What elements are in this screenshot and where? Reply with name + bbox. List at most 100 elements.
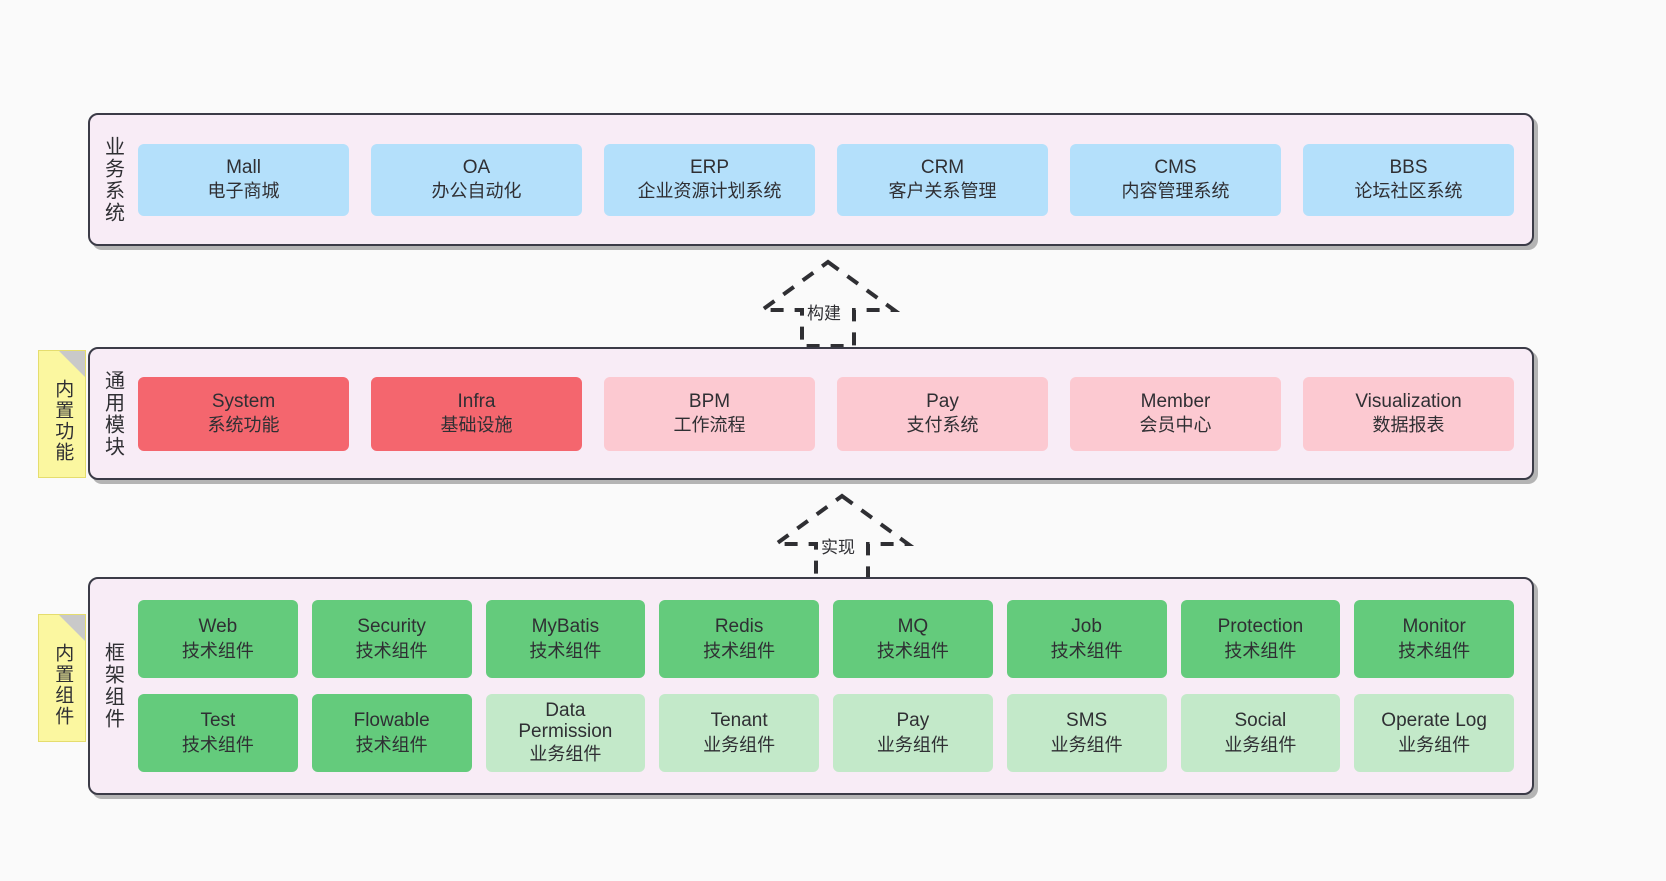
- module-row: Web 技术组件 Security 技术组件 MyBatis 技术组件 Redi…: [138, 600, 1514, 678]
- module-card-operate-log[interactable]: Operate Log 业务组件: [1354, 694, 1514, 772]
- module-card-tenant[interactable]: Tenant 业务组件: [659, 694, 819, 772]
- module-name: BPM: [688, 390, 731, 412]
- module-desc: 技术组件: [1050, 640, 1123, 661]
- layer-title-text: 通用模块: [101, 369, 124, 458]
- module-name: Infra: [457, 390, 496, 412]
- layer-framework-component: 框架组件 Web 技术组件 Security 技术组件 MyBatis 技术组件…: [88, 577, 1534, 795]
- layer-title-business-system: 业务系统: [90, 115, 134, 244]
- module-name: Web: [198, 616, 238, 638]
- module-desc: 技术组件: [1398, 640, 1471, 661]
- module-row: System 系统功能 Infra 基础设施 BPM 工作流程 Pay 支付系统…: [138, 376, 1514, 451]
- module-name: Test: [200, 710, 236, 732]
- module-card-infra[interactable]: Infra 基础设施: [371, 376, 582, 451]
- module-card-erp[interactable]: ERP 企业资源计划系统: [604, 143, 815, 216]
- layer-title-text: 框架组件: [101, 642, 124, 730]
- layer-body-common-module: System 系统功能 Infra 基础设施 BPM 工作流程 Pay 支付系统…: [134, 349, 1532, 478]
- layer-title-text: 业务系统: [101, 135, 124, 224]
- layer-title-common-module: 通用模块: [90, 349, 134, 478]
- module-name: Monitor: [1402, 616, 1466, 638]
- module-name: Pay: [896, 710, 930, 732]
- module-name: System: [211, 390, 276, 412]
- module-name: Flowable: [353, 710, 430, 732]
- module-card-data-permission[interactable]: Data Permission 业务组件: [485, 694, 646, 772]
- module-card-redis[interactable]: Redis 技术组件: [659, 600, 819, 678]
- module-name: Tenant: [710, 710, 768, 732]
- layer-common-module: 通用模块 System 系统功能 Infra 基础设施 BPM 工作流程 Pay: [88, 347, 1534, 480]
- module-card-job[interactable]: Job 技术组件: [1006, 600, 1167, 678]
- module-name: SMS: [1066, 710, 1108, 732]
- module-card-crm[interactable]: CRM 客户关系管理: [837, 143, 1048, 216]
- module-name: MyBatis: [531, 616, 600, 638]
- module-desc: 办公自动化: [431, 181, 522, 202]
- module-card-system[interactable]: System 系统功能: [138, 376, 349, 451]
- note-fold-corner-icon: [59, 351, 85, 377]
- module-name: Redis: [714, 616, 764, 638]
- module-name: OA: [462, 156, 491, 178]
- module-desc: 业务组件: [1398, 734, 1471, 755]
- note-fold-corner-icon: [59, 615, 85, 641]
- connector-build: 构建: [755, 258, 901, 348]
- module-card-bbs[interactable]: BBS 论坛社区系统: [1303, 143, 1514, 216]
- note-text: 内置功能: [52, 379, 74, 463]
- module-name: Job: [1071, 616, 1102, 638]
- module-card-visualization[interactable]: Visualization 数据报表: [1303, 376, 1514, 451]
- module-card-protection[interactable]: Protection 技术组件: [1180, 600, 1341, 678]
- module-name: MQ: [897, 616, 929, 638]
- module-desc: 技术组件: [181, 734, 254, 755]
- module-card-monitor[interactable]: Monitor 技术组件: [1354, 600, 1514, 678]
- module-desc: 内容管理系统: [1121, 181, 1230, 202]
- module-desc: 基础设施: [440, 415, 513, 436]
- module-name: Visualization: [1355, 390, 1462, 412]
- layer-title-framework-component: 框架组件: [90, 579, 134, 793]
- module-desc: 技术组件: [876, 640, 949, 661]
- module-card-security[interactable]: Security 技术组件: [311, 600, 472, 678]
- connector-implement-label: 实现: [818, 533, 858, 558]
- module-name: Protection: [1217, 616, 1304, 638]
- module-desc: 数据报表: [1372, 415, 1445, 436]
- note-text: 内置组件: [52, 643, 74, 727]
- module-card-mall[interactable]: Mall 电子商城: [138, 143, 349, 216]
- module-card-mybatis[interactable]: MyBatis 技术组件: [485, 600, 646, 678]
- module-desc: 论坛社区系统: [1354, 181, 1463, 202]
- connector-build-label: 构建: [804, 299, 844, 324]
- module-desc: 企业资源计划系统: [637, 181, 782, 202]
- module-desc: 技术组件: [1224, 640, 1297, 661]
- module-desc: 系统功能: [207, 415, 280, 436]
- layer-body-business-system: Mall 电子商城 OA 办公自动化 ERP 企业资源计划系统 CRM 客户关系…: [134, 115, 1532, 244]
- module-name: Security: [357, 616, 426, 638]
- module-desc: 客户关系管理: [888, 181, 997, 202]
- module-desc: 工作流程: [673, 415, 746, 436]
- note-builtin-feature: 内置功能: [38, 350, 86, 478]
- module-name: BBS: [1389, 156, 1428, 178]
- module-name: Social: [1234, 710, 1287, 732]
- module-desc: 支付系统: [906, 415, 979, 436]
- module-card-mq[interactable]: MQ 技术组件: [833, 600, 993, 678]
- module-card-web[interactable]: Web 技术组件: [138, 600, 298, 678]
- module-desc: 业务组件: [1050, 734, 1123, 755]
- module-card-social[interactable]: Social 业务组件: [1180, 694, 1341, 772]
- module-desc: 业务组件: [876, 734, 949, 755]
- module-row: Mall 电子商城 OA 办公自动化 ERP 企业资源计划系统 CRM 客户关系…: [138, 143, 1514, 216]
- module-name: CRM: [920, 156, 965, 178]
- module-name: ERP: [689, 156, 730, 178]
- module-desc: 业务组件: [703, 734, 776, 755]
- connector-implement: 实现: [769, 492, 915, 582]
- module-card-cms[interactable]: CMS 内容管理系统: [1070, 143, 1281, 216]
- module-desc: 技术组件: [529, 640, 602, 661]
- module-card-bpm[interactable]: BPM 工作流程: [604, 376, 815, 451]
- module-card-pay[interactable]: Pay 支付系统: [837, 376, 1048, 451]
- module-card-test[interactable]: Test 技术组件: [138, 694, 298, 772]
- module-card-pay[interactable]: Pay 业务组件: [833, 694, 993, 772]
- module-card-oa[interactable]: OA 办公自动化: [371, 143, 582, 216]
- module-name: Member: [1140, 390, 1211, 412]
- module-name: Data Permission: [518, 700, 613, 743]
- module-desc: 电子商城: [207, 181, 280, 202]
- module-desc: 业务组件: [1224, 734, 1297, 755]
- module-card-sms[interactable]: SMS 业务组件: [1006, 694, 1167, 772]
- module-name: CMS: [1154, 156, 1197, 178]
- layer-business-system: 业务系统 Mall 电子商城 OA 办公自动化 ERP 企业资源计划系统 CRM: [88, 113, 1534, 246]
- module-name: Mall: [226, 156, 261, 178]
- module-card-flowable[interactable]: Flowable 技术组件: [311, 694, 472, 772]
- module-card-member[interactable]: Member 会员中心: [1070, 376, 1281, 451]
